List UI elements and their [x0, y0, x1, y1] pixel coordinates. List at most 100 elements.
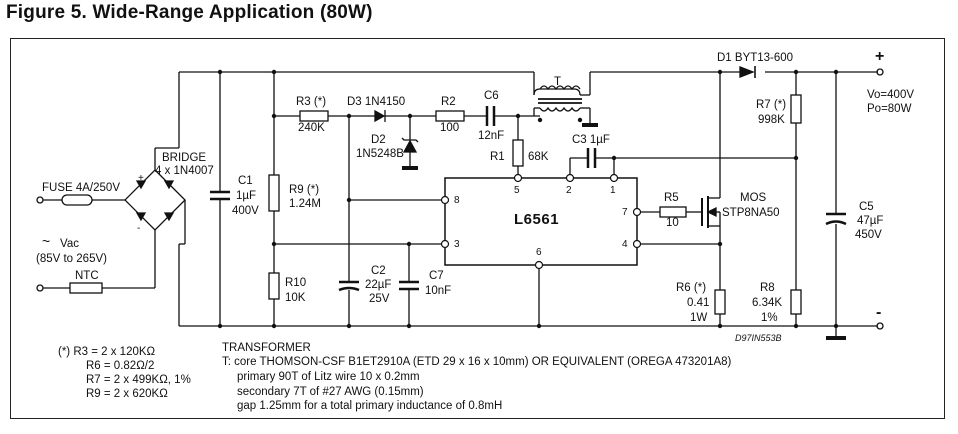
c1-value: 1µF — [236, 190, 257, 202]
pin4-label: 4 — [622, 239, 628, 250]
input-terminal-top — [36, 196, 44, 204]
c7-value: 10nF — [425, 285, 452, 297]
output-terminal-minus — [876, 322, 884, 330]
transformer-secondary — [539, 106, 581, 112]
r10-resistor — [268, 272, 280, 300]
fuse-label: FUSE 4A/250V — [42, 182, 120, 194]
vo-label: Vo=400V — [867, 89, 915, 101]
r2-resistor — [435, 110, 465, 122]
r6-value: 0.41 — [687, 297, 710, 309]
transformer-heading: TRANSFORMER — [222, 342, 311, 354]
r1-name: R1 — [490, 151, 505, 163]
r7-resistor — [790, 94, 802, 124]
pin7-label: 7 — [622, 207, 628, 218]
r9-resistor — [268, 174, 280, 212]
transformer-core: T: core THOMSON-CSF B1ET2910A (ETD 29 x … — [222, 356, 732, 368]
c2-voltage: 25V — [369, 293, 390, 305]
c2-value: 22µF — [365, 279, 392, 291]
r1-value: 68K — [528, 151, 549, 163]
pin6-label: 6 — [536, 247, 542, 258]
vac-label: Vac — [60, 238, 79, 250]
r8-name: R8 — [760, 282, 775, 294]
r7-name: R7 (*) — [756, 99, 787, 111]
c2-name: C2 — [371, 265, 386, 277]
output-minus-label: - — [876, 304, 882, 321]
note-r9: R9 = 2 x 620KΩ — [86, 388, 168, 400]
figure-title: Figure 5. Wide-Range Application (80W) — [6, 2, 373, 23]
input-terminal-bottom — [36, 284, 44, 292]
r6-resistor — [714, 289, 726, 315]
transformer-primary-spec: primary 90T of Litz wire 10 x 0.2mm — [237, 371, 420, 383]
d3-diode — [374, 109, 386, 123]
r3-value: 240K — [298, 122, 325, 134]
ic-pin-3 — [440, 239, 450, 249]
bridge-label: BRIDGE — [162, 152, 207, 164]
note-r6: R6 = 0.82Ω/2 — [86, 360, 155, 372]
c6-name: C6 — [484, 90, 499, 102]
c5-name: C5 — [859, 201, 874, 213]
bridge-plus-label: + — [138, 173, 144, 184]
r10-value: 10K — [285, 292, 306, 304]
po-label: Po=80W — [867, 103, 912, 115]
ic-label: L6561 — [514, 211, 560, 228]
r8-value: 6.34K — [752, 297, 783, 309]
r5-name: R5 — [664, 192, 679, 204]
d2-name: D2 — [371, 134, 386, 146]
d2-zener — [402, 139, 418, 153]
pin2-label: 2 — [566, 185, 572, 196]
vac-tilde: ~ — [42, 233, 51, 249]
r3-name: R3 (*) — [296, 96, 327, 108]
drawing-code: D97IN553B — [735, 333, 782, 343]
ntc-symbol — [69, 282, 103, 294]
c5-voltage: 450V — [855, 229, 882, 241]
c1-name: C1 — [238, 175, 253, 187]
ic-pin-5 — [513, 173, 523, 183]
bridge-rectifier — [124, 169, 186, 231]
d1-label: D1 BYT13-600 — [717, 52, 794, 64]
r10-name: R10 — [285, 277, 307, 289]
mos-value: STP8NA50 — [722, 207, 780, 219]
c3-label: C3 1µF — [572, 134, 610, 146]
pin3-label: 3 — [454, 239, 460, 250]
output-terminal-plus — [876, 68, 884, 76]
r2-value: 100 — [440, 122, 460, 134]
d2-value: 1N5248B — [356, 148, 404, 160]
c7-name: C7 — [429, 270, 444, 282]
pin8-label: 8 — [454, 195, 460, 206]
r7-value: 998K — [758, 114, 785, 126]
output-plus-label: + — [875, 48, 885, 65]
r6-power: 1W — [690, 312, 708, 324]
r5-value: 10 — [666, 217, 679, 229]
transformer-secondary-spec: secondary 7T of #27 AWG (0.15mm) — [237, 386, 424, 398]
ic-pin-6 — [534, 260, 544, 270]
vac-range-label: (85V to 265V) — [36, 253, 107, 265]
fuse-symbol — [61, 194, 93, 206]
transformer-label: T — [554, 76, 562, 88]
note-r7: R7 = 2 x 499KΩ, 1% — [86, 374, 191, 386]
ic-pin-8 — [440, 195, 450, 205]
ic-pin-7 — [632, 207, 642, 217]
bridge-part-label: 4 x 1N4007 — [155, 165, 214, 177]
r9-value: 1.24M — [289, 198, 321, 210]
r6-name: R6 (*) — [676, 282, 707, 294]
c5-value: 47µF — [857, 215, 884, 227]
c1-voltage: 400V — [232, 205, 259, 217]
r3-resistor — [299, 110, 329, 122]
pin1-label: 1 — [610, 185, 616, 196]
r5-resistor — [659, 206, 687, 218]
r2-name: R2 — [441, 96, 456, 108]
mosfet-arrow — [706, 206, 717, 218]
r8-tolerance: 1% — [761, 312, 778, 324]
ic-pin-2 — [565, 173, 575, 183]
schematic-frame — [10, 38, 945, 419]
r8-resistor — [790, 289, 802, 315]
ic-pin-4 — [632, 239, 642, 249]
ntc-label: NTC — [75, 270, 99, 282]
r1-resistor — [512, 139, 524, 167]
transformer-primary — [533, 88, 581, 96]
pin5-label: 5 — [514, 185, 520, 196]
note-r3: (*) R3 = 2 x 120KΩ — [58, 346, 156, 358]
r9-name: R9 (*) — [289, 184, 320, 196]
mos-name: MOS — [740, 192, 767, 204]
